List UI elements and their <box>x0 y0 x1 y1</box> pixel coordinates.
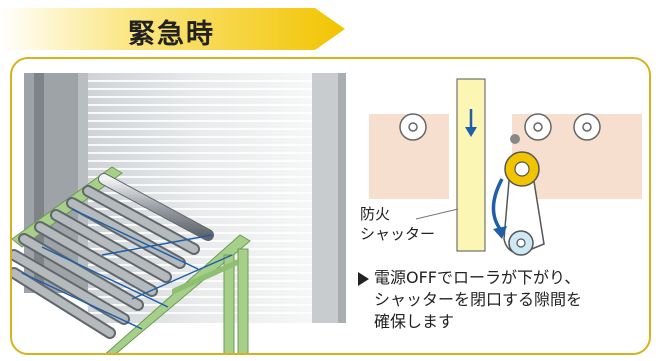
caption-line-2: シャッターを閉口する隙間を <box>374 290 583 309</box>
banner-arrow-shape <box>0 8 345 50</box>
conveyor-rollers <box>12 173 214 339</box>
caption-line-3: 確保します <box>374 312 455 331</box>
fire-shutter-label-line2: シャッター <box>360 225 436 243</box>
conveyor-illustration <box>12 73 642 353</box>
section-banner: 緊急時 <box>0 8 345 50</box>
caption-line-1: 電源OFFでローラが下がり、 <box>374 268 581 287</box>
diagram-panel: 防火 シャッター 電源OFFでローラが下がり、 シャッターを閉口する隙間を 確保… <box>10 57 651 355</box>
triangle-bullet-icon <box>358 272 369 286</box>
caption-text: 電源OFFでローラが下がり、 シャッターを閉口する隙間を 確保します <box>358 267 583 333</box>
fire-shutter-label: 防火 シャッター <box>360 204 435 244</box>
mechanism-schematic <box>369 78 642 256</box>
fire-shutter-label-line1: 防火 <box>360 205 391 223</box>
banner-title: 緊急時 <box>128 19 215 50</box>
